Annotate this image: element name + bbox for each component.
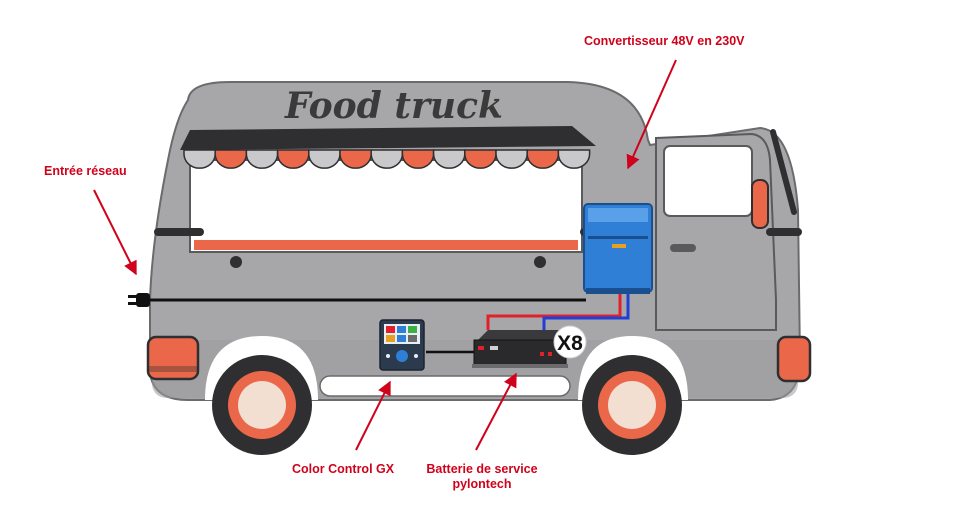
awning-scallop <box>557 149 591 169</box>
color-control-gx-device <box>379 319 425 371</box>
label-battery-line1: Batterie de service <box>426 462 538 476</box>
arrow-color-control <box>355 380 391 451</box>
arrow-inverter <box>626 59 677 170</box>
front-light <box>776 335 812 383</box>
battery-multiplier-text: X8 <box>557 332 583 355</box>
label-inverter: Convertisseur 48V en 230V <box>584 34 745 48</box>
label-grid-input: Entrée réseau <box>44 164 127 178</box>
label-battery: Batterie de service pylontech <box>414 462 550 492</box>
callout-arrows <box>93 59 677 451</box>
label-color-control: Color Control GX <box>292 462 395 476</box>
awning <box>180 126 596 169</box>
battery-multiplier-badge: X8 <box>553 325 587 359</box>
serving-window <box>154 159 604 268</box>
arrow-grid-input <box>93 189 137 276</box>
truck-title: Food truck <box>284 85 503 127</box>
inverter-unit <box>583 203 653 294</box>
front-wheel <box>578 336 688 455</box>
label-battery-line2: pylontech <box>452 477 512 491</box>
rear-light <box>146 335 200 381</box>
wiring <box>146 292 630 354</box>
arrow-battery <box>475 372 517 451</box>
plug-icon <box>128 293 150 307</box>
battery-unit <box>472 330 568 368</box>
rear-wheel <box>205 336 318 455</box>
cab <box>655 129 802 331</box>
